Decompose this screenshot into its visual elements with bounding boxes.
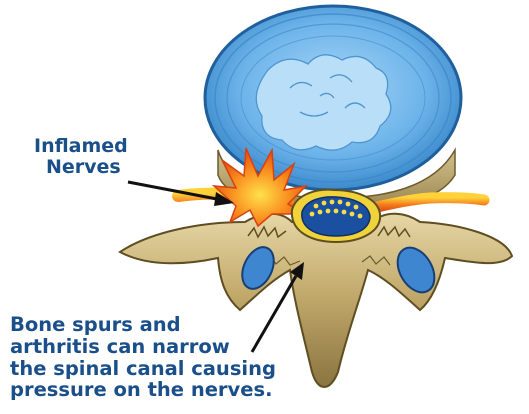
bone-spurs-caption-line1: Bone spurs and	[10, 314, 276, 336]
inflamed-nerves-label: Inflamed Nerves	[34, 136, 128, 179]
inflamed-nerves-label-line2: Nerves	[34, 157, 128, 178]
inflamed-nerves-label-line1: Inflamed	[34, 136, 128, 157]
bone-spurs-caption-line3: the spinal canal causing	[10, 358, 276, 380]
nucleus-pulposus	[256, 55, 391, 150]
bone-spurs-caption: Bone spurs and arthritis can narrow the …	[10, 314, 276, 401]
bone-spurs-caption-line4: pressure on the nerves.	[10, 379, 276, 401]
intervertebral-disc	[205, 6, 461, 190]
spinal-canal	[292, 190, 380, 242]
bone-spurs-caption-line2: arthritis can narrow	[10, 336, 276, 358]
